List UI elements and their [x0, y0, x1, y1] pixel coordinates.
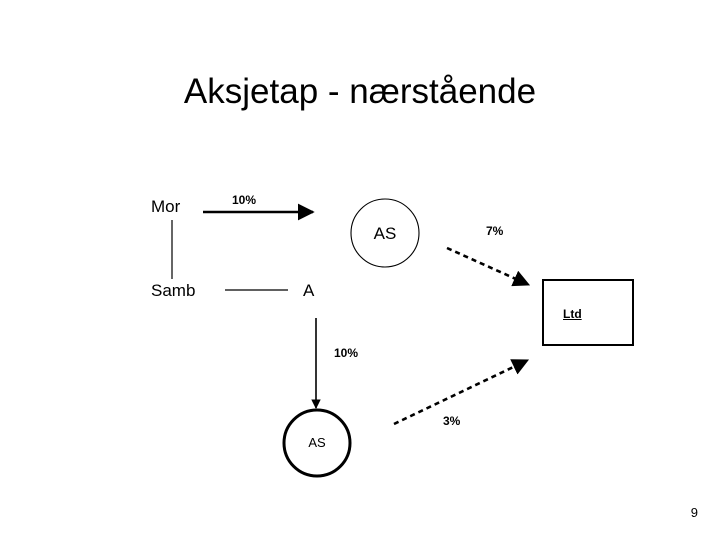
edge-label-mor-as-percent: 10% — [232, 193, 257, 207]
page-number: 9 — [690, 505, 698, 520]
edge-label-as-ltd-bottom-percent: 3% — [443, 414, 461, 428]
page-title: Aksjetap - nærstående — [183, 72, 537, 112]
node-ltd-box — [542, 279, 634, 346]
node-as-top-circle — [350, 198, 420, 268]
node-as-bottom-label: AS — [308, 435, 326, 450]
node-a-label: A — [303, 281, 315, 300]
edge-as-bottom-to-ltd — [393, 359, 530, 426]
edge-as-top-to-ltd — [446, 246, 531, 287]
edge-label-a-as-percent: 10% — [334, 346, 359, 360]
node-as-bottom-circle — [282, 408, 352, 478]
node-as-top-label: AS — [373, 224, 397, 243]
node-samb-label: Samb — [151, 281, 196, 300]
node-mor-label: Mor — [151, 197, 181, 216]
edge-label-as-ltd-percent: 7% — [486, 224, 504, 238]
node-ltd-label: Ltd — [563, 307, 582, 321]
